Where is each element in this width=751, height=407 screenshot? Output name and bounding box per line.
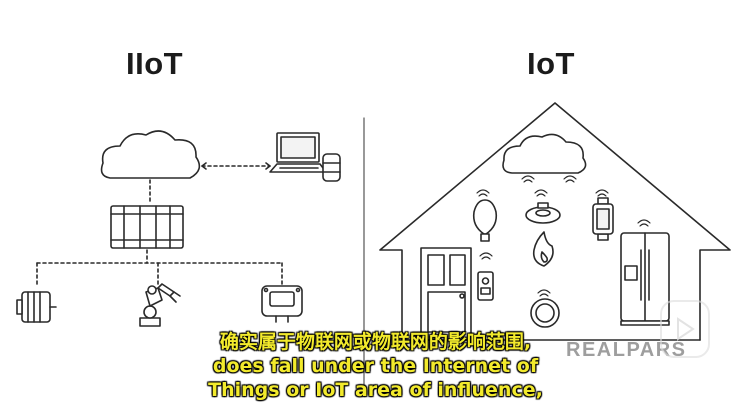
controller-icon [110,205,184,249]
computer-icon [269,132,327,173]
robot-arm-icon [139,283,181,327]
smoke-detector-icon [525,202,561,224]
subtitle-caption: 确实属于物联网或物联网的影响范围, does fall under the In… [0,330,751,402]
lightbulb-icon [472,199,498,242]
smartwatch-icon [592,197,614,241]
motor-icon [16,291,57,323]
iiot-cloud-icon [100,130,201,179]
link-arrow-left [201,162,207,170]
wifi-signal-icons [476,175,651,297]
iiot-title: IIoT [126,46,184,81]
door-icon [420,247,472,341]
play-icon[interactable] [660,300,710,358]
iot-title: IoT [527,46,575,81]
intercom-icon [477,271,494,301]
realpars-logo: REALPARS [566,339,687,361]
subtitle-line-english-2: Things or IoT area of influence, [208,379,543,401]
thermostat-icon [530,298,560,328]
iot-cloud-icon [502,133,587,174]
database-icon [322,153,341,182]
refrigerator-icon [620,232,670,326]
fire-icon [532,231,554,267]
house-icon [379,102,731,341]
subtitle-line-english-1: does fall under the Internet of [212,355,539,377]
link-arrow-right [265,162,271,170]
subtitle-line-chinese: 确实属于物联网或物联网的影响范围, [219,331,532,353]
sensor-icon [261,285,303,323]
